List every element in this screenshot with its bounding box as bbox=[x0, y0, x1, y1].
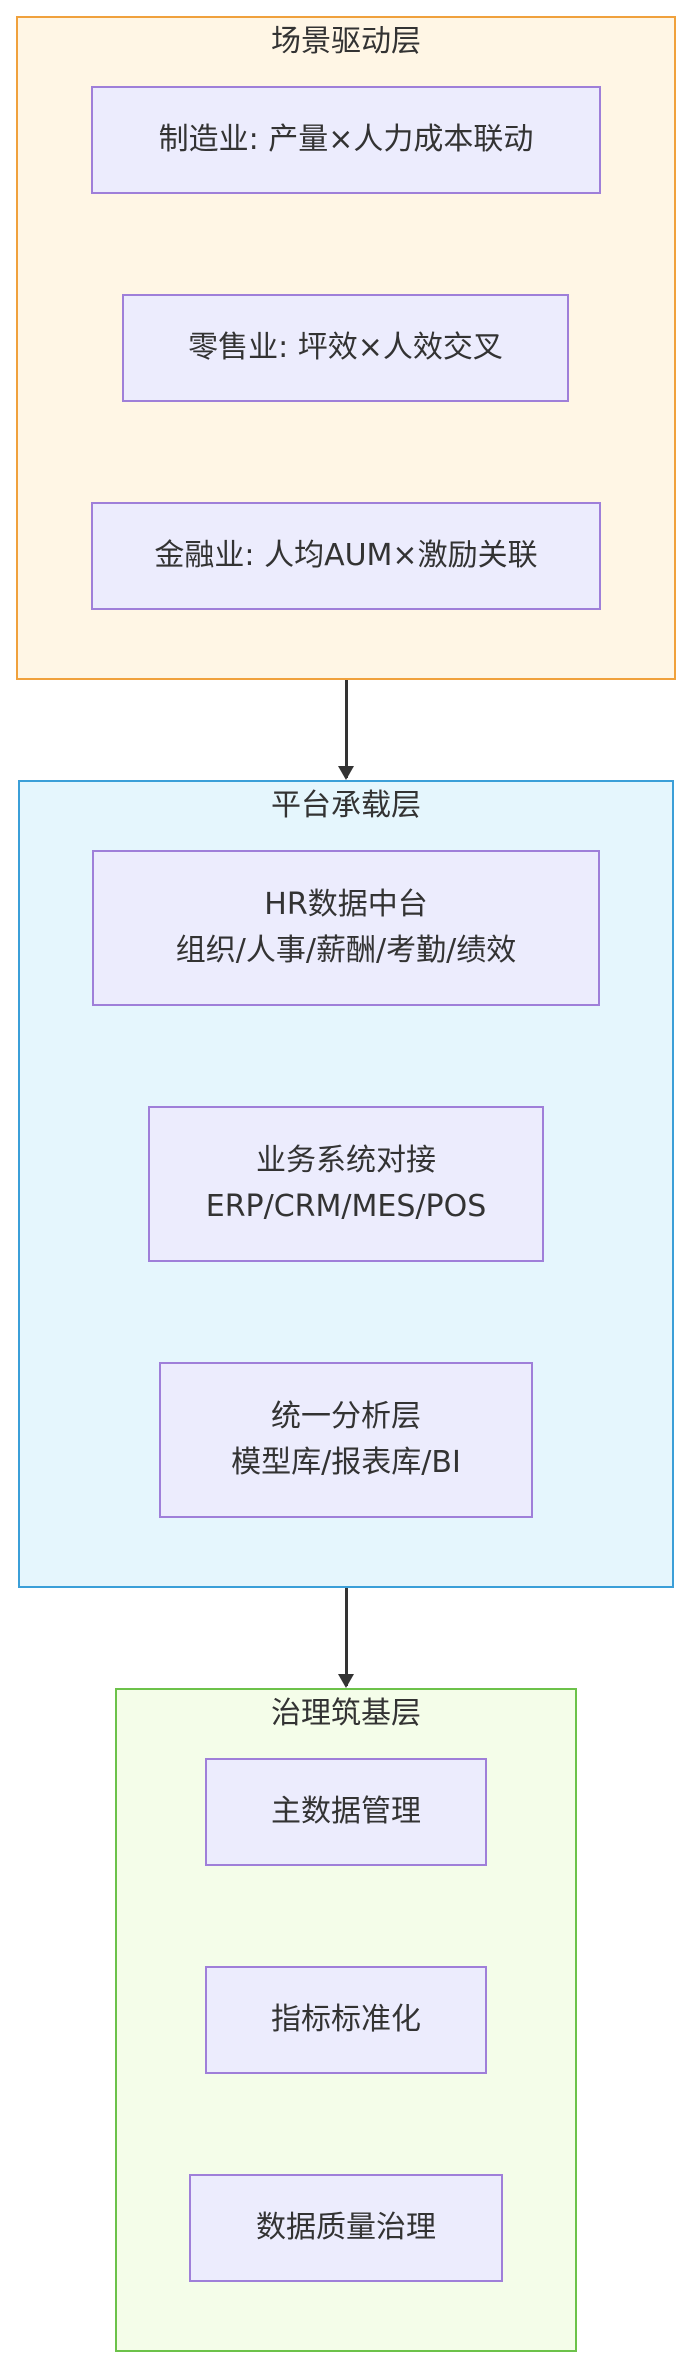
node-subtitle: ERP/CRM/MES/POS bbox=[205, 1189, 487, 1224]
node-data-quality: 数据质量治理 bbox=[189, 2174, 503, 2282]
arrow-platform-to-governance bbox=[338, 1588, 354, 1688]
node-business-integration: 业务系统对接 ERP/CRM/MES/POS bbox=[148, 1106, 544, 1262]
node-subtitle: 组织/人事/薪酬/考勤/绩效 bbox=[175, 933, 517, 968]
node-label: 零售业: 坪效×人效交叉 bbox=[188, 329, 503, 365]
node-title: 业务系统对接 bbox=[256, 1142, 436, 1178]
node-label: 金融业: 人均AUM×激励关联 bbox=[154, 537, 538, 573]
node-subtitle: 模型库/报表库/BI bbox=[231, 1445, 461, 1480]
layer-title: 治理筑基层 bbox=[271, 1696, 421, 1731]
node-title: 统一分析层 bbox=[271, 1398, 421, 1434]
node-label: 制造业: 产量×人力成本联动 bbox=[158, 121, 534, 157]
node-label: 主数据管理 bbox=[271, 1793, 421, 1829]
layer-title: 场景驱动层 bbox=[271, 24, 421, 59]
node-label: 数据质量治理 bbox=[256, 2209, 436, 2245]
arrow-scene-to-platform bbox=[338, 680, 354, 780]
node-unified-analysis: 统一分析层 模型库/报表库/BI bbox=[159, 1362, 533, 1518]
node-manufacturing: 制造业: 产量×人力成本联动 bbox=[91, 86, 601, 194]
node-metric-standardization: 指标标准化 bbox=[205, 1966, 487, 2074]
node-finance: 金融业: 人均AUM×激励关联 bbox=[91, 502, 601, 610]
node-master-data: 主数据管理 bbox=[205, 1758, 487, 1866]
node-label: 指标标准化 bbox=[271, 2001, 421, 2037]
layer-title: 平台承载层 bbox=[271, 788, 421, 823]
node-title: HR数据中台 bbox=[264, 886, 428, 922]
node-hr-data-platform: HR数据中台 组织/人事/薪酬/考勤/绩效 bbox=[92, 850, 600, 1006]
node-retail: 零售业: 坪效×人效交叉 bbox=[122, 294, 569, 402]
